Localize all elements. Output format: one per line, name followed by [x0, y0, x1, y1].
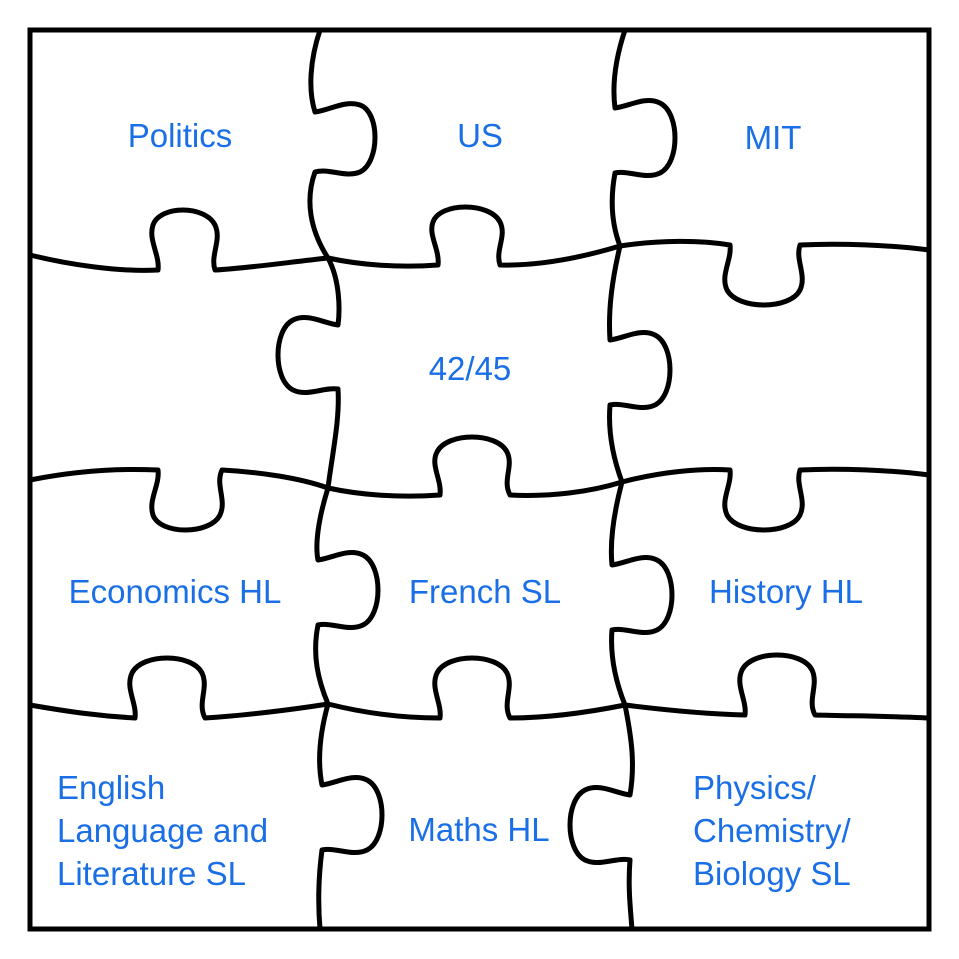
piece-sciences-line-1: Physics/ [693, 769, 816, 806]
piece-english-label: English Language and Literature SL [57, 766, 268, 895]
piece-english-line-2: Language and [57, 812, 269, 849]
piece-score-label: 42/45 [428, 350, 512, 387]
seam-horizontal-3 [27, 652, 932, 721]
piece-economics-label: Economics HL [68, 573, 282, 610]
piece-sciences-line-3: Biology SL [693, 855, 851, 892]
piece-sciences-line-2: Chemistry/ [693, 812, 851, 849]
piece-english-line-3: Literature SL [57, 855, 246, 892]
piece-mit-label: MIT [744, 119, 802, 156]
seam-vertical-2 [567, 27, 678, 932]
seam-vertical-1 [275, 27, 385, 932]
piece-politics-label: Politics [127, 117, 233, 154]
seam-horizontal-2 [27, 434, 932, 533]
piece-us-label: US [457, 117, 503, 154]
piece-french-label: French SL [408, 573, 562, 610]
piece-history-label: History HL [708, 573, 864, 610]
piece-sciences-label: Physics/ Chemistry/ Biology SL [693, 766, 851, 895]
seam-horizontal-1 [27, 204, 932, 308]
piece-maths-label: Maths HL [408, 811, 550, 848]
piece-english-line-1: English [57, 769, 166, 806]
